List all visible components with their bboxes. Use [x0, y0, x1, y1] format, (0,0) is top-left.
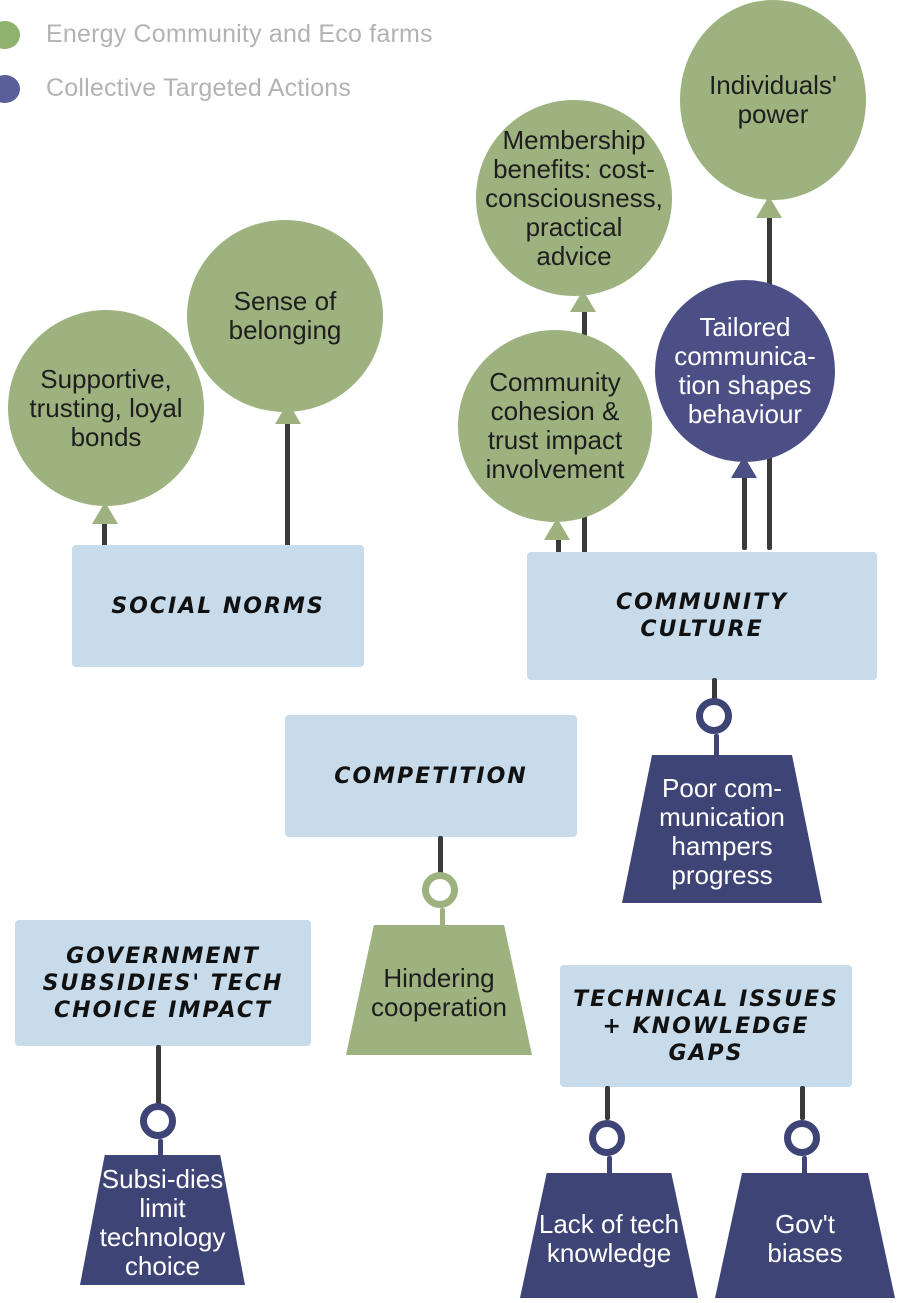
stem [607, 1156, 612, 1176]
ring-poor-communication [696, 698, 732, 734]
box-label: GOVERNMENT SUBSIDIES' TECH CHOICE IMPACT [42, 943, 284, 1023]
stem [714, 734, 719, 758]
weight-label: Lack of tech knowledge [538, 1208, 680, 1268]
weight-hindering-cooperation: Hindering cooperation [346, 925, 532, 1055]
box-social-norms: SOCIAL NORMS [72, 545, 364, 667]
box-technical-issues: TECHNICAL ISSUES + KNOWLEDGE GAPS [560, 965, 852, 1087]
weight-label: Gov't biases [767, 1208, 843, 1268]
box-government-subsidies: GOVERNMENT SUBSIDIES' TECH CHOICE IMPACT [15, 920, 311, 1046]
weight-gov-biases: Gov't biases [715, 1173, 895, 1298]
weight-subsidies-limit: Subsi-dies limit technology choice [80, 1155, 245, 1285]
box-label: TECHNICAL ISSUES + KNOWLEDGE GAPS [573, 986, 839, 1066]
string-tailored [742, 470, 747, 550]
ring-lack-knowledge [589, 1120, 625, 1156]
balloon-label: Tailored communica-tion shapes behaviour [674, 312, 816, 429]
balloon-cohesion: Community cohesion & trust impact involv… [458, 330, 652, 522]
string-gov-biases [800, 1086, 805, 1120]
box-label: SOCIAL NORMS [111, 593, 325, 619]
box-label: COMMUNITY CULTURE [615, 590, 789, 642]
string-lack-knowledge [605, 1086, 610, 1120]
string-poor-communication [712, 678, 717, 700]
balloon-individuals: Individuals' power [680, 0, 866, 200]
string-subsidies [156, 1045, 161, 1105]
ring-hindering [422, 872, 458, 908]
weight-label: Hindering cooperation [371, 963, 507, 1022]
box-community-culture: COMMUNITY CULTURE [527, 552, 877, 680]
string-cohesion [556, 536, 561, 558]
legend-label: Collective Targeted Actions [46, 74, 352, 102]
balloon-tailored: Tailored communica-tion shapes behaviour [655, 280, 835, 462]
weight-label: Poor com-munication hampers progress [659, 773, 785, 890]
box-label: COMPETITION [334, 763, 528, 789]
stem [440, 908, 445, 928]
stem [158, 1139, 163, 1159]
weight-lack-knowledge: Lack of tech knowledge [520, 1173, 698, 1298]
balloon-knot [570, 290, 596, 312]
balloon-label: Individuals' power [709, 70, 837, 129]
blue-legend-marker [0, 74, 20, 103]
balloon-knot [275, 402, 301, 424]
balloon-label: Community cohesion & trust impact involv… [485, 367, 625, 484]
green-legend-marker [0, 20, 20, 49]
box-competition: COMPETITION [285, 715, 577, 837]
ring-gov-biases [784, 1120, 820, 1156]
balloon-knot [544, 518, 570, 540]
balloon-knot [756, 196, 782, 218]
string-supportive [102, 520, 107, 550]
balloon-knot [731, 456, 757, 478]
legend-item-energy-community: Energy Community and Eco farms [0, 20, 433, 49]
balloon-belonging: Sense of belonging [187, 220, 383, 412]
ring-subsidies [140, 1103, 176, 1139]
legend-label: Energy Community and Eco farms [46, 20, 433, 48]
weight-poor-communication: Poor com-munication hampers progress [622, 755, 822, 903]
balloon-label: Sense of belonging [228, 286, 342, 345]
string-hindering [438, 836, 443, 874]
balloon-label: Membership benefits: cost-consciousness,… [485, 124, 663, 271]
weight-label: Subsi-dies limit technology choice [99, 1164, 226, 1281]
balloon-label: Supportive, trusting, loyal bonds [29, 363, 183, 452]
legend-item-collective-actions: Collective Targeted Actions [0, 74, 351, 103]
stem [802, 1156, 807, 1176]
string-belonging [285, 420, 290, 550]
balloon-knot [92, 502, 118, 524]
balloon-supportive: Supportive, trusting, loyal bonds [8, 310, 204, 506]
balloon-membership: Membership benefits: cost-consciousness,… [476, 100, 672, 296]
